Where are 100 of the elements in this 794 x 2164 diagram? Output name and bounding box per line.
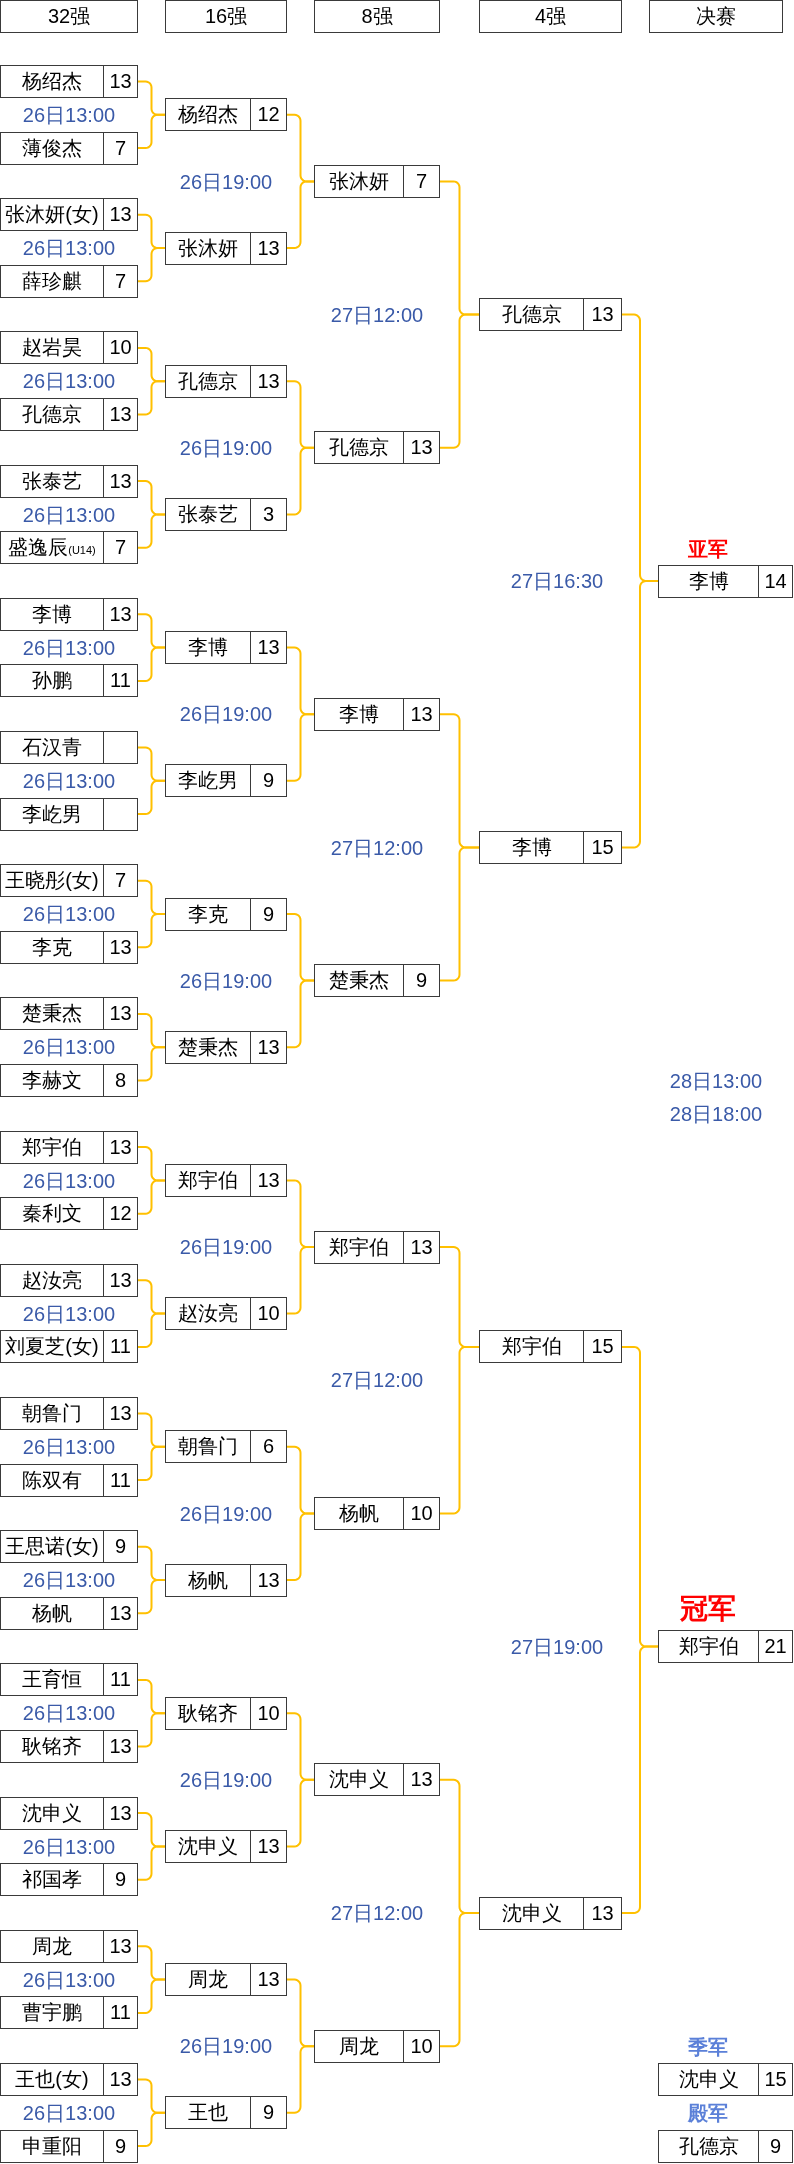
player-entry [314, 2029, 440, 2063]
player-name: 郑宇伯 [329, 1235, 389, 1259]
bracket-line [137, 1845, 166, 1881]
player-score: 13 [109, 1135, 132, 1159]
player-name: 杨绍杰 [178, 103, 238, 127]
player-name: 楚秉杰 [22, 1002, 82, 1026]
player-entry [314, 164, 440, 198]
match-time: 26日13:00 [22, 769, 116, 793]
player-score: 3 [262, 502, 275, 526]
player-name: 陈双有 [22, 1468, 82, 1492]
match-time: 26日13:00 [22, 636, 116, 660]
round-title: 8强 [361, 5, 393, 28]
bracket-line [137, 380, 166, 416]
player-score: 13 [109, 1402, 132, 1425]
bracket-line [137, 1579, 166, 1615]
player-score: 13 [257, 369, 280, 393]
player-name: 朝鲁门 [178, 1435, 238, 1459]
match-time: 26日13:00 [22, 236, 116, 260]
player-score: 13 [257, 236, 280, 260]
player-name: 张沐妍(女) [5, 203, 99, 227]
player-score: 13 [257, 1834, 280, 1858]
match-time: 26日13:00 [22, 1568, 116, 1592]
player-score: 13 [109, 1801, 132, 1825]
player-score: 9 [114, 1868, 127, 1892]
match-time: 26日13:00 [22, 369, 116, 393]
player-name: 赵汝亮 [178, 1302, 238, 1326]
player-entry [0, 664, 138, 698]
player-entry [0, 2129, 138, 2163]
player-entry [165, 1163, 287, 1197]
round-title: 32强 [47, 5, 91, 28]
player-score: 9 [415, 969, 428, 993]
player-entry [165, 497, 287, 531]
player-entry [0, 1730, 138, 1763]
bracket-line [286, 2045, 315, 2114]
bracket-line [286, 979, 315, 1049]
player-name: 赵汝亮 [22, 1268, 82, 1292]
match-time: 26日13:00 [22, 103, 116, 127]
player-entry [165, 1563, 287, 1597]
player-score: 15 [591, 835, 614, 859]
match-time: 28日18:00 [669, 1102, 763, 1126]
player-name: 楚秉杰 [178, 1035, 238, 1059]
player-name: 孔德京 [678, 2134, 739, 2158]
match-time: 27日12:00 [330, 1368, 424, 1392]
player-name: 孔德京 [501, 303, 562, 327]
player-entry [0, 1596, 138, 1630]
player-score: 13 [109, 2068, 132, 2091]
player-score: 13 [257, 1035, 280, 1059]
player-entry [314, 431, 440, 465]
match-time: 26日13:00 [22, 1169, 116, 1193]
match-time: 26日19:00 [179, 1235, 273, 1259]
player-score: 7 [114, 536, 127, 560]
player-entry [0, 1330, 138, 1364]
match-time: 26日19:00 [179, 170, 273, 194]
bracket-line [137, 779, 166, 816]
player-entry [314, 697, 440, 731]
player-score: 21 [764, 1635, 787, 1659]
player-name: 郑宇伯 [22, 1135, 82, 1159]
round-header [165, 0, 287, 33]
player-entry [0, 1663, 138, 1697]
player-name: 郑宇伯 [501, 1335, 562, 1359]
player-entry [165, 364, 287, 398]
player-score: 12 [257, 103, 280, 127]
match-time: 26日19:00 [179, 436, 273, 460]
player-score: 9 [262, 769, 275, 793]
player-entry [0, 531, 138, 565]
player-name: 张沐妍 [178, 236, 238, 260]
round-header [0, 0, 138, 33]
placement-label: 季军 [688, 2035, 728, 2059]
player-entry [0, 1397, 138, 1430]
player-score: 13 [109, 602, 132, 626]
player-name: 李屹男 [22, 802, 82, 826]
player-entry [0, 1064, 138, 1097]
match-time: 26日13:00 [22, 1302, 116, 1326]
player-entry [479, 1330, 622, 1364]
round-title: 16强 [204, 5, 248, 28]
player-entry [314, 964, 440, 998]
player-entry [0, 198, 138, 232]
player-score: 13 [109, 403, 132, 426]
bracket-line [286, 180, 315, 249]
player-score: 7 [415, 169, 428, 193]
bracket-line [137, 513, 166, 549]
player-entry [165, 98, 287, 132]
player-name: 周龙 [32, 1934, 72, 1958]
player-score: 13 [109, 70, 132, 93]
match-time: 26日13:00 [22, 503, 116, 527]
player-score: 10 [410, 2034, 433, 2058]
player-name: 张泰艺 [22, 469, 82, 493]
player-name: 杨帆 [339, 1501, 379, 1525]
player-name: 郑宇伯 [678, 1635, 739, 1659]
player-entry [0, 2063, 138, 2096]
player-name: 刘夏芝(女) [5, 1335, 99, 1359]
player-name: 王也(女) [15, 2068, 89, 2091]
bracket-line [137, 1046, 166, 1082]
player-score: 11 [110, 1668, 131, 1692]
player-score: 13 [109, 469, 132, 493]
player-entry [479, 298, 622, 332]
player-score: 15 [764, 2068, 787, 2091]
bracket-line [137, 1312, 166, 1348]
player-entry [314, 1763, 440, 1797]
bracket-line [286, 446, 315, 516]
